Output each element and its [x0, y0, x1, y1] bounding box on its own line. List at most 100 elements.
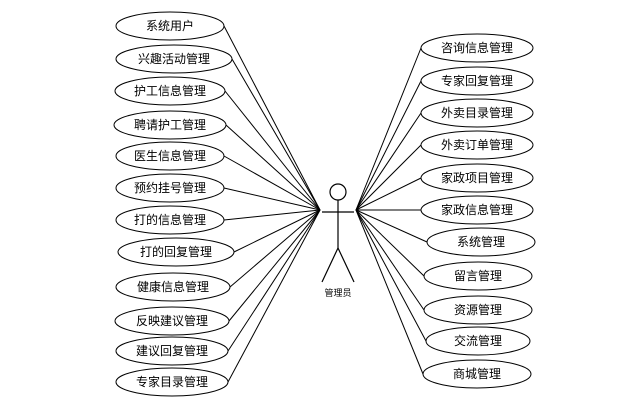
right-association-line: [355, 177, 422, 211]
use-case-label: 家政信息管理: [441, 202, 513, 217]
right-association-line: [355, 209, 425, 277]
association-lines: [223, 25, 428, 383]
use-case-label: 资源管理: [454, 302, 502, 317]
use-case-ellipse: [117, 237, 235, 267]
use-case-ellipse: [420, 66, 534, 96]
right-association-line: [355, 209, 428, 243]
right-association-line: [355, 144, 422, 211]
use-case-ellipse: [115, 11, 225, 41]
use-case-label: 专家回复管理: [441, 73, 513, 88]
left-use-case: 健康信息管理: [115, 272, 231, 302]
left-use-case: 打的回复管理: [117, 237, 235, 267]
actor-admin: 管理员: [321, 183, 355, 299]
use-case-label: 系统管理: [457, 234, 505, 249]
use-case-label: 留言管理: [454, 268, 502, 283]
use-case-label: 兴趣活动管理: [138, 51, 210, 66]
right-association-line: [355, 209, 427, 342]
use-case-label: 预约挂号管理: [134, 180, 206, 195]
use-case-ellipse: [115, 367, 229, 397]
left-association-line: [231, 58, 321, 211]
use-case-label: 外卖目录管理: [441, 105, 513, 120]
left-association-line: [224, 90, 321, 211]
use-case-ellipse: [420, 33, 534, 63]
left-use-case: 建议回复管理: [115, 336, 229, 366]
use-case-label: 咨询信息管理: [441, 40, 513, 55]
use-case-ellipse: [426, 227, 536, 257]
use-case-ellipse: [115, 44, 233, 74]
right-use-case: 商城管理: [422, 359, 532, 389]
right-association-line: [355, 209, 424, 375]
right-use-case: 资源管理: [423, 295, 533, 325]
left-association-line: [227, 209, 321, 352]
left-association-line: [223, 187, 321, 211]
right-use-case: 留言管理: [423, 261, 533, 291]
use-case-ellipse: [423, 295, 533, 325]
left-use-case: 专家目录管理: [115, 367, 229, 397]
left-use-case: 兴趣活动管理: [115, 44, 233, 74]
left-association-line: [225, 124, 321, 211]
right-association-line: [355, 80, 422, 211]
actor-label: 管理员: [324, 287, 351, 299]
left-use-case: 护工信息管理: [114, 76, 226, 106]
right-use-case: 咨询信息管理: [420, 33, 534, 63]
right-use-case: 系统管理: [426, 227, 536, 257]
actor-left-leg: [321, 247, 339, 283]
use-case-ellipse: [114, 306, 230, 336]
use-case-label: 护工信息管理: [134, 83, 206, 98]
use-case-ellipse: [422, 359, 532, 389]
use-case-label: 系统用户: [146, 18, 194, 33]
use-case-ellipse: [115, 141, 225, 171]
use-case-label: 打的信息管理: [134, 212, 206, 227]
left-use-case: 反映建议管理: [114, 306, 230, 336]
right-association-line: [355, 209, 425, 311]
use-case-ellipse: [420, 195, 534, 225]
right-use-case: 家政信息管理: [420, 195, 534, 225]
actor-head: [329, 183, 347, 201]
right-use-case: 专家回复管理: [420, 66, 534, 96]
use-case-ellipse: [420, 130, 534, 160]
left-use-case: 打的信息管理: [115, 205, 225, 235]
left-association-line: [223, 209, 321, 221]
use-case-ellipse: [420, 98, 534, 128]
use-case-label: 健康信息管理: [137, 279, 209, 294]
left-association-line: [227, 209, 321, 383]
use-case-label: 专家目录管理: [136, 374, 208, 389]
use-case-label: 建议回复管理: [136, 343, 208, 358]
use-case-ellipse: [423, 261, 533, 291]
left-use-cases: 系统用户兴趣活动管理护工信息管理聘请护工管理医生信息管理预约挂号管理打的信息管理…: [113, 11, 235, 397]
left-use-case: 医生信息管理: [115, 141, 225, 171]
actor-right-leg: [337, 247, 355, 283]
right-use-case: 外卖目录管理: [420, 98, 534, 128]
use-case-ellipse: [113, 110, 227, 140]
left-association-line: [229, 209, 321, 288]
use-case-ellipse: [115, 336, 229, 366]
right-association-line: [355, 112, 422, 211]
use-case-label: 外卖订单管理: [441, 137, 513, 152]
use-case-ellipse: [425, 326, 531, 356]
use-case-label: 打的回复管理: [140, 244, 212, 259]
left-association-line: [223, 155, 321, 211]
left-use-case: 聘请护工管理: [113, 110, 227, 140]
right-use-case: 家政项目管理: [420, 163, 534, 193]
use-case-label: 反映建议管理: [136, 313, 208, 328]
use-case-label: 聘请护工管理: [134, 117, 206, 132]
right-use-case: 交流管理: [425, 326, 531, 356]
use-case-label: 商城管理: [453, 366, 501, 381]
left-use-case: 预约挂号管理: [115, 173, 225, 203]
left-association-line: [223, 25, 321, 211]
use-case-label: 家政项目管理: [441, 170, 513, 185]
use-case-label: 医生信息管理: [134, 148, 206, 163]
right-use-case: 外卖订单管理: [420, 130, 534, 160]
left-association-line: [233, 209, 321, 253]
use-case-ellipse: [115, 272, 231, 302]
use-case-ellipse: [115, 205, 225, 235]
left-use-case: 系统用户: [115, 11, 225, 41]
right-use-cases: 咨询信息管理专家回复管理外卖目录管理外卖订单管理家政项目管理家政信息管理系统管理…: [420, 33, 536, 389]
right-association-line: [355, 47, 422, 211]
use-case-label: 交流管理: [454, 333, 502, 348]
left-association-line: [228, 209, 321, 322]
use-case-ellipse: [115, 173, 225, 203]
use-case-ellipse: [420, 163, 534, 193]
use-case-ellipse: [114, 76, 226, 106]
